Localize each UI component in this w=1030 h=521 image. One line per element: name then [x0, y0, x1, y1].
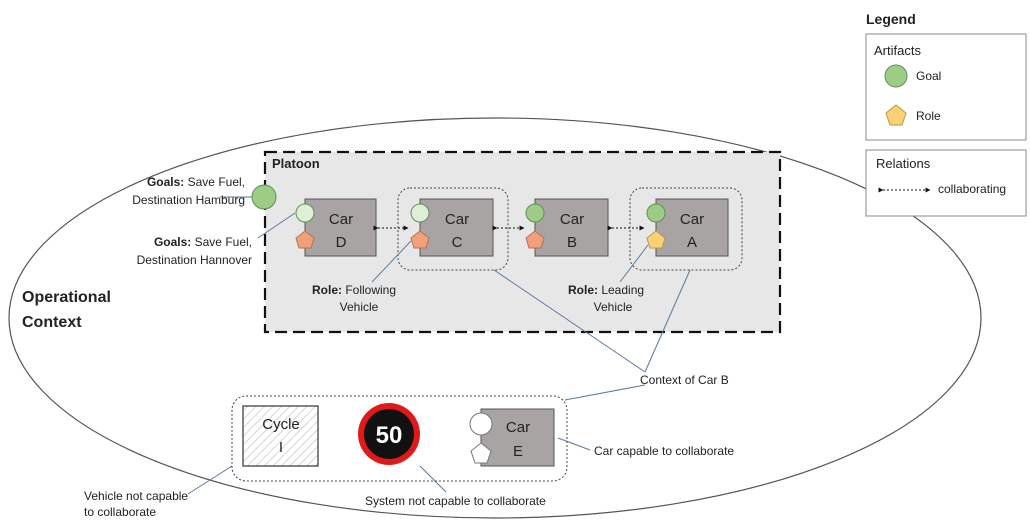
role-icon	[295, 230, 315, 249]
car-e-label: Car	[506, 419, 530, 436]
callout-lines	[187, 196, 691, 495]
cycle-i: Cycle I	[242, 405, 319, 467]
context-car-b-label: Context of Car B	[640, 373, 729, 387]
platoon-title: Platoon	[272, 156, 320, 171]
goal-icon	[525, 203, 545, 223]
car-e-id: E	[513, 443, 523, 460]
role-following-annotation-2: Vehicle	[340, 300, 379, 314]
legend-relations-title: Relations	[876, 156, 931, 171]
car-d-id: D	[336, 234, 347, 251]
speed-limit-value: 50	[376, 422, 403, 449]
role-icon	[470, 442, 492, 464]
goal-icon	[646, 203, 666, 223]
car-d-label: Car	[329, 211, 353, 228]
car-b-label: Car	[560, 211, 584, 228]
role-leading-annotation: Role: Leading	[568, 283, 644, 297]
car-a-context-group	[629, 187, 743, 271]
car-e: Car E	[469, 408, 555, 467]
role-icon	[410, 230, 430, 249]
role-icon	[646, 230, 666, 249]
role-leading-annotation-2: Vehicle	[594, 300, 633, 314]
speed-limit-sign: 50	[358, 403, 420, 465]
legend-title: Legend	[866, 11, 916, 27]
goal-icon	[469, 412, 493, 436]
goal-icon	[410, 203, 430, 223]
car-c-label: Car	[445, 211, 469, 228]
goals-hamburg-annotation: Goals: Save Fuel,	[147, 175, 245, 189]
role-icon	[885, 104, 907, 126]
legend-relations-box	[865, 149, 1027, 217]
goal-icon	[251, 184, 277, 210]
legend-collaborating-label: collaborating	[938, 182, 1006, 196]
role-icon	[525, 230, 545, 249]
system-not-capable-label: System not capable to collaborate	[365, 494, 546, 508]
operational-context-ellipse	[8, 117, 982, 519]
role-following-annotation: Role: Following	[312, 283, 396, 297]
car-c-id: C	[452, 234, 463, 251]
operational-context-label: Operational	[22, 289, 111, 306]
cycle-label: Cycle	[262, 416, 300, 433]
goals-hamburg-annotation-2: Destination Hamburg	[132, 193, 245, 207]
car-capable-label: Car capable to collaborate	[594, 444, 734, 458]
car-c: Car C	[410, 198, 494, 257]
vehicle-not-capable-label-2: to collaborate	[84, 505, 156, 519]
cycle-id: I	[279, 439, 283, 456]
operational-context-label-2: Context	[22, 314, 82, 331]
goal-icon	[295, 203, 315, 223]
car-b: Car B	[525, 198, 609, 257]
car-b-id: B	[567, 234, 577, 251]
goal-icon	[884, 64, 908, 88]
legend-artifacts-title: Artifacts	[874, 43, 921, 58]
goals-hannover-annotation-2: Destination Hannover	[137, 253, 252, 267]
car-a-label: Car	[680, 211, 704, 228]
legend-goal-label: Goal	[916, 69, 941, 83]
vehicle-not-capable-label: Vehicle not capable	[84, 489, 188, 503]
car-a-id: A	[687, 234, 697, 251]
environment-group	[231, 395, 568, 482]
car-d: Car D	[295, 198, 377, 257]
legend-role-label: Role	[916, 109, 941, 123]
car-a: Car A	[646, 198, 729, 257]
goals-hannover-annotation: Goals: Save Fuel,	[154, 235, 252, 249]
